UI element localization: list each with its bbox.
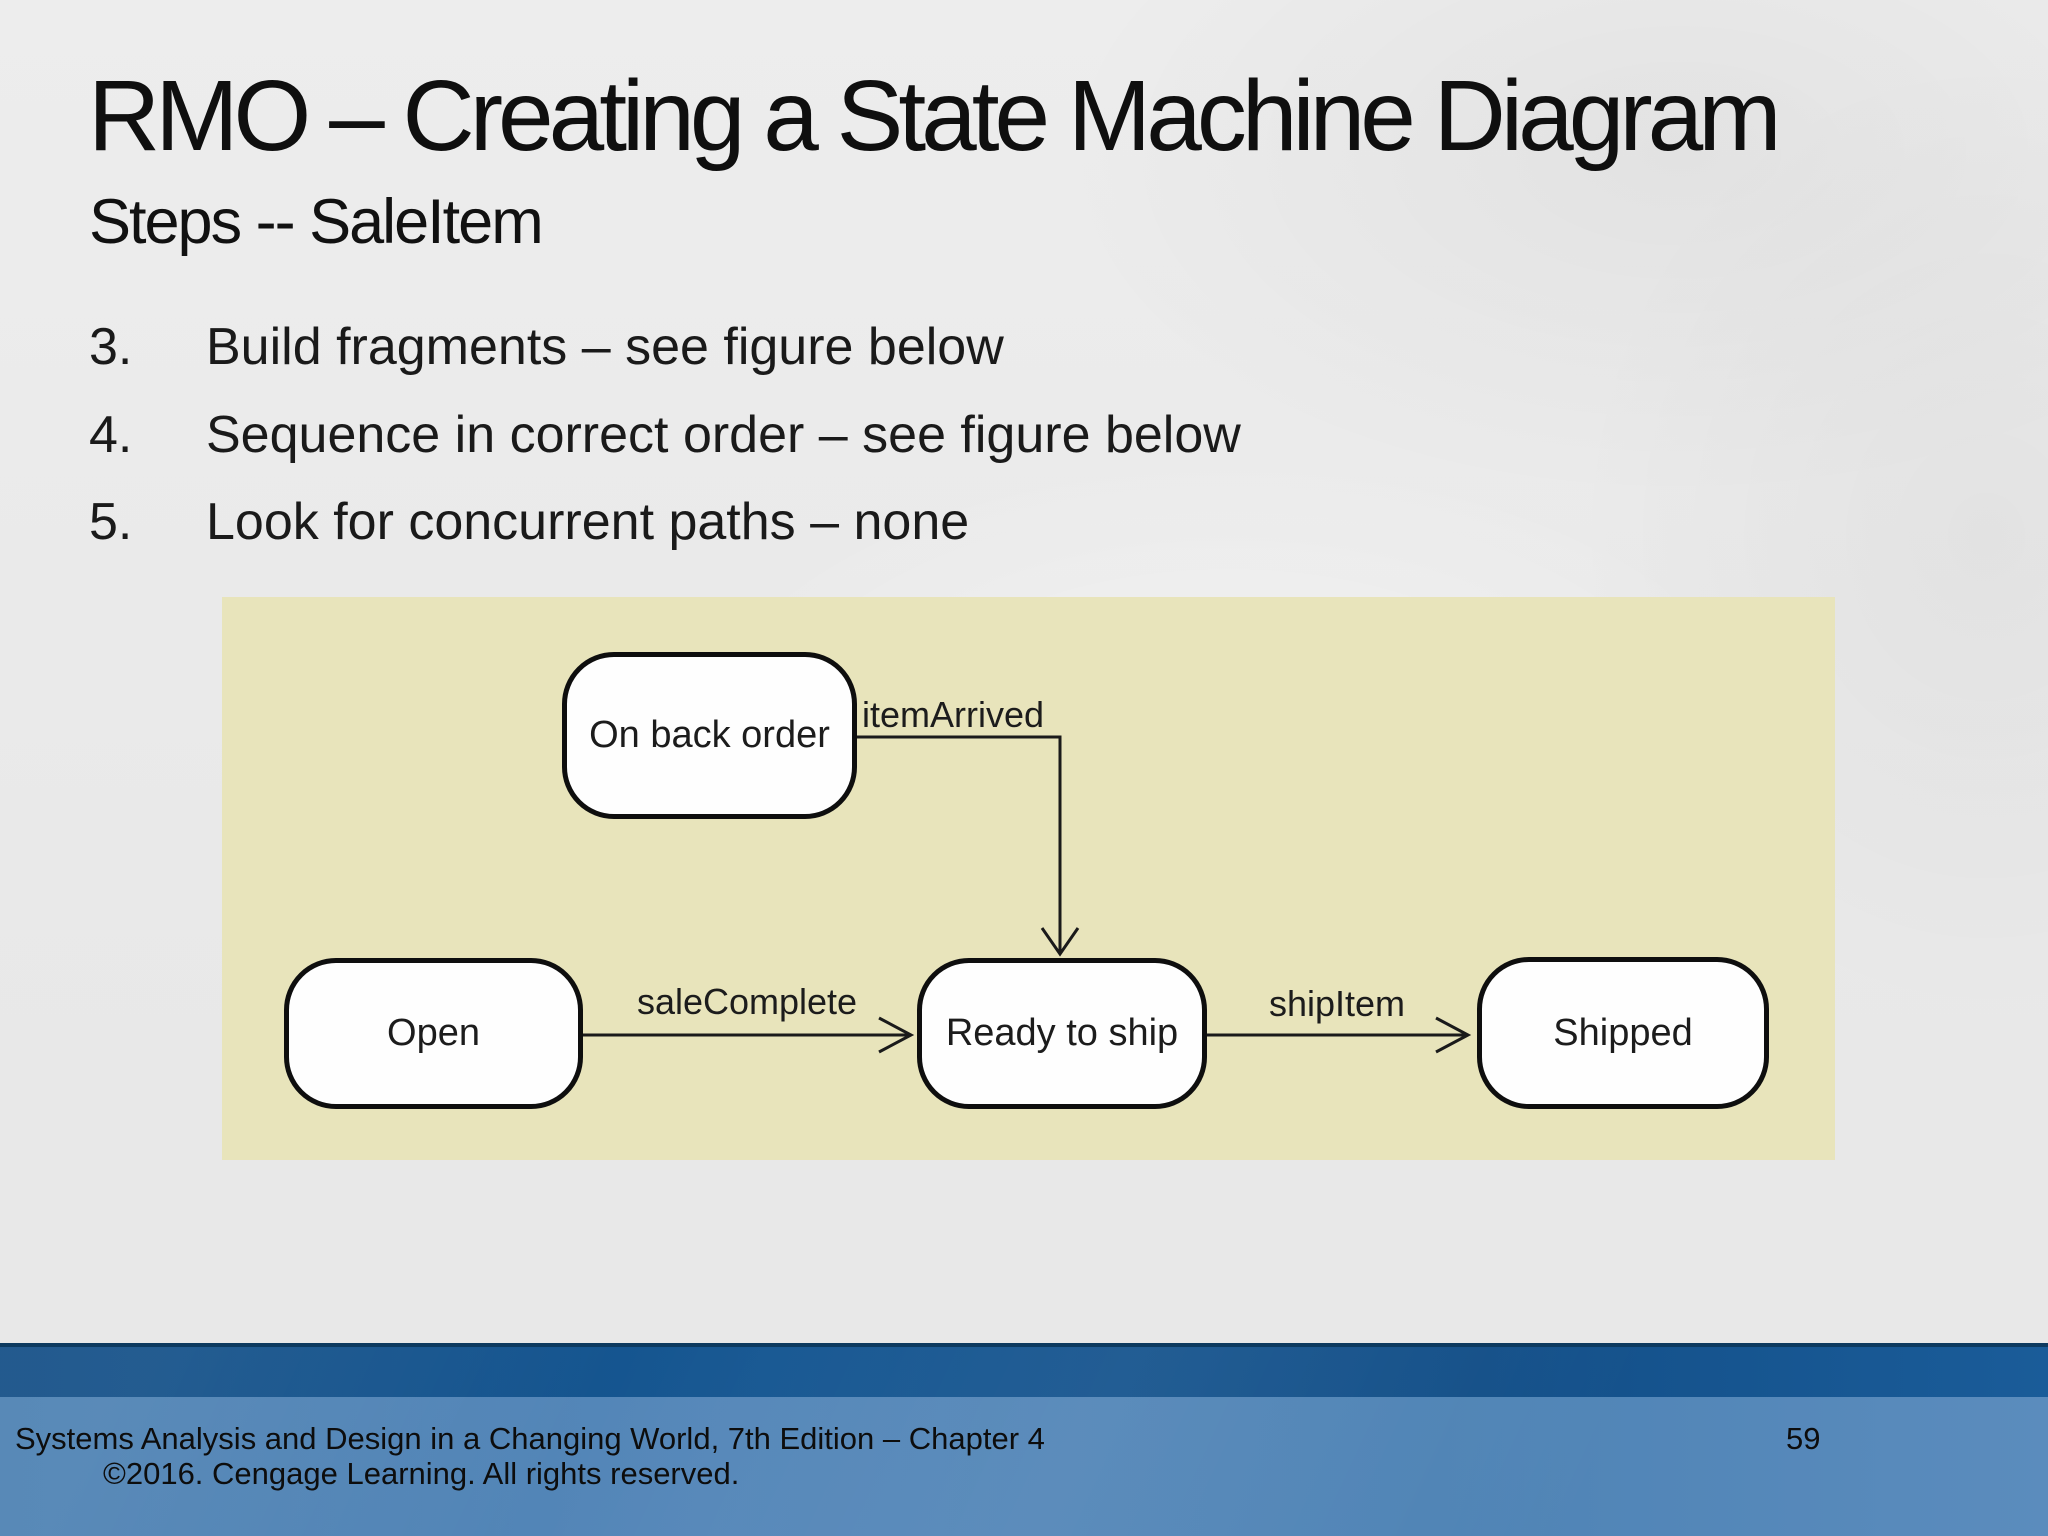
list-item-text: Build fragments – see figure below: [206, 318, 1004, 376]
state-machine-figure: On back order Open Ready to ship Shipped…: [222, 597, 1835, 1160]
state-label: Open: [387, 1012, 480, 1054]
state-label: Shipped: [1553, 1011, 1693, 1054]
arrowhead-item-arrived: [1040, 927, 1080, 957]
state-label: On back order: [589, 714, 830, 756]
state-shipped: Shipped: [1477, 957, 1769, 1109]
transition-label-item-arrived: itemArrived: [862, 694, 1045, 735]
transition-line-item-arrived: [857, 735, 1062, 954]
state-ready-to-ship: Ready to ship: [917, 958, 1207, 1109]
state-on-back-order: On back order: [562, 652, 857, 819]
footer-dark-band: [0, 1343, 2048, 1397]
list-item-number: 3.: [89, 318, 133, 376]
state-label: Ready to ship: [945, 1012, 1179, 1054]
state-open: Open: [284, 958, 583, 1109]
slide-title: RMO – Creating a State Machine Diagram: [88, 60, 1782, 172]
list-item-number: 4.: [89, 406, 133, 464]
footer-book-title: Systems Analysis and Design in a Changin…: [15, 1421, 1045, 1456]
footer-light-band: [0, 1397, 2048, 1536]
page-number: 59: [1786, 1421, 1821, 1456]
list-item-number: 5.: [89, 493, 133, 551]
footer-copyright: ©2016. Cengage Learning. All rights rese…: [103, 1456, 740, 1491]
list-item-text: Sequence in correct order – see figure b…: [206, 406, 1241, 464]
transition-connectors: [583, 735, 1472, 1054]
slide-subtitle: Steps -- SaleItem: [89, 187, 544, 257]
transition-label-sale-complete: saleComplete: [636, 981, 858, 1022]
arrowhead-ship-item: [1435, 1016, 1472, 1054]
transition-label-ship-item: shipItem: [1268, 983, 1406, 1024]
arrowhead-sale-complete: [878, 1016, 915, 1054]
list-item-text: Look for concurrent paths – none: [206, 493, 970, 551]
